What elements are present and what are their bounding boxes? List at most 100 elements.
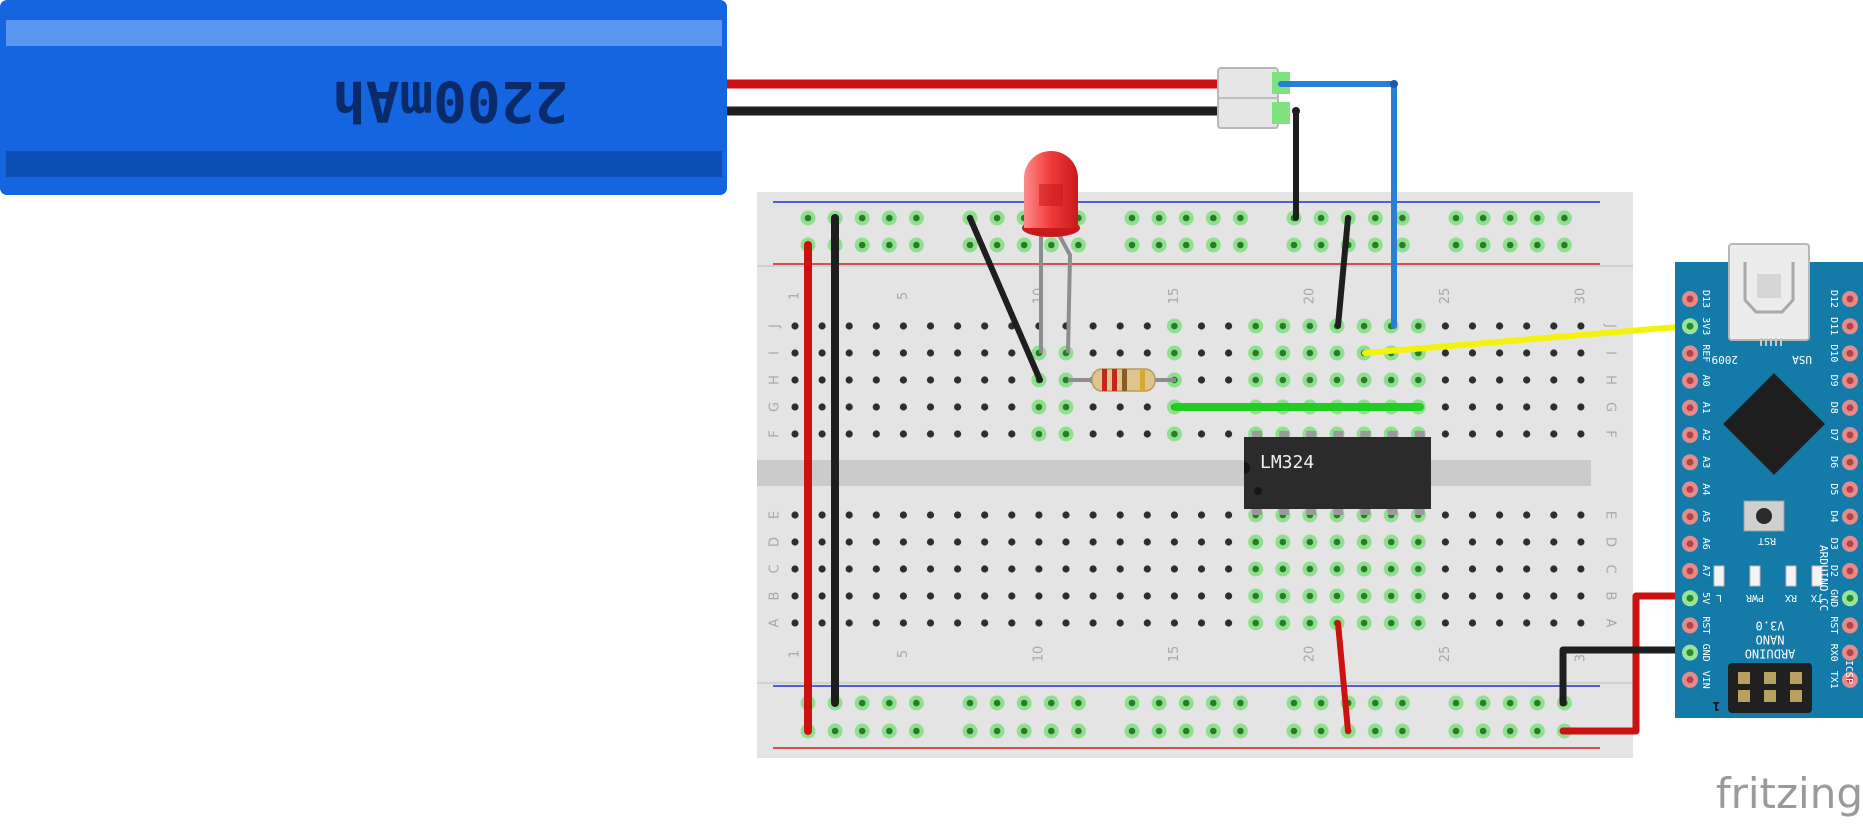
breadboard-hole[interactable] bbox=[872, 349, 880, 357]
breadboard-hole[interactable] bbox=[1577, 349, 1585, 357]
breadboard-hole[interactable] bbox=[1577, 376, 1585, 384]
breadboard-hole[interactable] bbox=[1089, 322, 1097, 330]
breadboard-hole[interactable] bbox=[981, 349, 989, 357]
rail-hole[interactable] bbox=[1479, 727, 1487, 735]
breadboard-hole[interactable] bbox=[1468, 403, 1477, 411]
breadboard-hole[interactable] bbox=[954, 538, 962, 546]
breadboard-hole[interactable] bbox=[1279, 349, 1287, 357]
breadboard-hole[interactable] bbox=[1008, 538, 1016, 546]
rail-hole[interactable] bbox=[886, 214, 893, 222]
breadboard-hole[interactable] bbox=[1360, 538, 1368, 546]
breadboard-hole[interactable] bbox=[981, 592, 989, 600]
reset-button[interactable] bbox=[1756, 508, 1772, 524]
rail-hole[interactable] bbox=[1479, 214, 1487, 222]
breadboard-hole[interactable] bbox=[1197, 376, 1206, 384]
breadboard-hole[interactable] bbox=[1550, 349, 1558, 357]
breadboard-hole[interactable] bbox=[1387, 592, 1395, 600]
breadboard-hole[interactable] bbox=[981, 619, 989, 627]
rail-hole[interactable] bbox=[1399, 727, 1406, 735]
breadboard-hole[interactable] bbox=[818, 538, 826, 546]
breadboard-hole[interactable] bbox=[1170, 511, 1178, 519]
rail-hole[interactable] bbox=[1372, 699, 1379, 707]
breadboard-hole[interactable] bbox=[899, 511, 908, 519]
breadboard-hole[interactable] bbox=[791, 538, 799, 546]
breadboard-hole[interactable] bbox=[926, 538, 935, 546]
breadboard-hole[interactable] bbox=[1468, 565, 1477, 573]
rail-hole[interactable] bbox=[993, 241, 1001, 249]
rail-hole[interactable] bbox=[993, 699, 1001, 707]
rail-hole[interactable] bbox=[858, 241, 866, 249]
breadboard-hole[interactable] bbox=[1089, 592, 1097, 600]
breadboard-hole[interactable] bbox=[1577, 619, 1585, 627]
breadboard-hole[interactable] bbox=[1116, 349, 1124, 357]
breadboard-hole[interactable] bbox=[1523, 349, 1531, 357]
rail-hole[interactable] bbox=[1048, 699, 1055, 707]
breadboard-hole[interactable] bbox=[845, 403, 853, 411]
rail-hole[interactable] bbox=[1237, 214, 1244, 222]
breadboard-hole[interactable] bbox=[791, 403, 799, 411]
breadboard-hole[interactable] bbox=[1089, 511, 1097, 519]
breadboard-hole[interactable] bbox=[1496, 565, 1504, 573]
rail-hole[interactable] bbox=[1210, 241, 1217, 249]
breadboard-hole[interactable] bbox=[1252, 592, 1259, 600]
breadboard-hole[interactable] bbox=[1035, 403, 1043, 411]
breadboard-hole[interactable] bbox=[1116, 322, 1124, 330]
breadboard-hole[interactable] bbox=[954, 322, 962, 330]
breadboard-hole[interactable] bbox=[872, 592, 880, 600]
breadboard-hole[interactable] bbox=[1008, 376, 1016, 384]
breadboard-hole[interactable] bbox=[1360, 322, 1368, 330]
breadboard-hole[interactable] bbox=[1577, 538, 1585, 546]
breadboard-hole[interactable] bbox=[1143, 511, 1151, 519]
breadboard-hole[interactable] bbox=[1550, 565, 1558, 573]
rail-hole[interactable] bbox=[1452, 214, 1460, 222]
breadboard-hole[interactable] bbox=[1225, 592, 1233, 600]
breadboard-hole[interactable] bbox=[872, 511, 880, 519]
led[interactable] bbox=[1022, 151, 1080, 354]
breadboard-hole[interactable] bbox=[1008, 430, 1016, 438]
rail-hole[interactable] bbox=[1290, 727, 1298, 735]
breadboard-hole[interactable] bbox=[1008, 565, 1016, 573]
breadboard-hole[interactable] bbox=[872, 322, 880, 330]
rail-hole[interactable] bbox=[1317, 214, 1325, 222]
breadboard-hole[interactable] bbox=[1415, 322, 1422, 330]
breadboard-hole[interactable] bbox=[1333, 538, 1341, 546]
rail-hole[interactable] bbox=[1452, 727, 1460, 735]
breadboard-hole[interactable] bbox=[954, 565, 962, 573]
breadboard-hole[interactable] bbox=[1116, 538, 1124, 546]
breadboard-hole[interactable] bbox=[1496, 619, 1504, 627]
icsp-header[interactable] bbox=[1728, 663, 1812, 713]
breadboard-hole[interactable] bbox=[818, 430, 826, 438]
rail-hole[interactable] bbox=[1128, 241, 1136, 249]
breadboard-hole[interactable] bbox=[1116, 430, 1124, 438]
breadboard-hole[interactable] bbox=[1577, 592, 1585, 600]
breadboard-hole[interactable] bbox=[954, 403, 962, 411]
breadboard-hole[interactable] bbox=[872, 538, 880, 546]
rail-hole[interactable] bbox=[858, 727, 866, 735]
breadboard-hole[interactable] bbox=[1523, 511, 1531, 519]
rail-hole[interactable] bbox=[1210, 727, 1217, 735]
rail-hole[interactable] bbox=[1075, 241, 1082, 249]
breadboard-hole[interactable] bbox=[1089, 349, 1097, 357]
breadboard-hole[interactable] bbox=[1170, 565, 1178, 573]
breadboard-hole[interactable] bbox=[1415, 592, 1422, 600]
breadboard-hole[interactable] bbox=[818, 619, 826, 627]
rail-hole[interactable] bbox=[1534, 241, 1541, 249]
rail-hole[interactable] bbox=[1290, 699, 1298, 707]
breadboard-hole[interactable] bbox=[1197, 349, 1206, 357]
yellow-wire-to-arduino[interactable] bbox=[1362, 323, 1693, 356]
breadboard-hole[interactable] bbox=[1468, 376, 1477, 384]
breadboard-hole[interactable] bbox=[1197, 619, 1206, 627]
rail-hole[interactable] bbox=[1210, 214, 1217, 222]
breadboard-hole[interactable] bbox=[1550, 592, 1558, 600]
breadboard-hole[interactable] bbox=[1062, 403, 1070, 411]
breadboard-hole[interactable] bbox=[1143, 349, 1151, 357]
breadboard-hole[interactable] bbox=[1577, 511, 1585, 519]
breadboard-hole[interactable] bbox=[1225, 376, 1233, 384]
breadboard-hole[interactable] bbox=[1496, 538, 1504, 546]
breadboard-hole[interactable] bbox=[1415, 565, 1422, 573]
breadboard-hole[interactable] bbox=[818, 403, 826, 411]
breadboard-hole[interactable] bbox=[981, 511, 989, 519]
breadboard-hole[interactable] bbox=[954, 592, 962, 600]
red-wire-arduino-5v[interactable] bbox=[1559, 592, 1694, 735]
breadboard-hole[interactable] bbox=[1468, 511, 1477, 519]
